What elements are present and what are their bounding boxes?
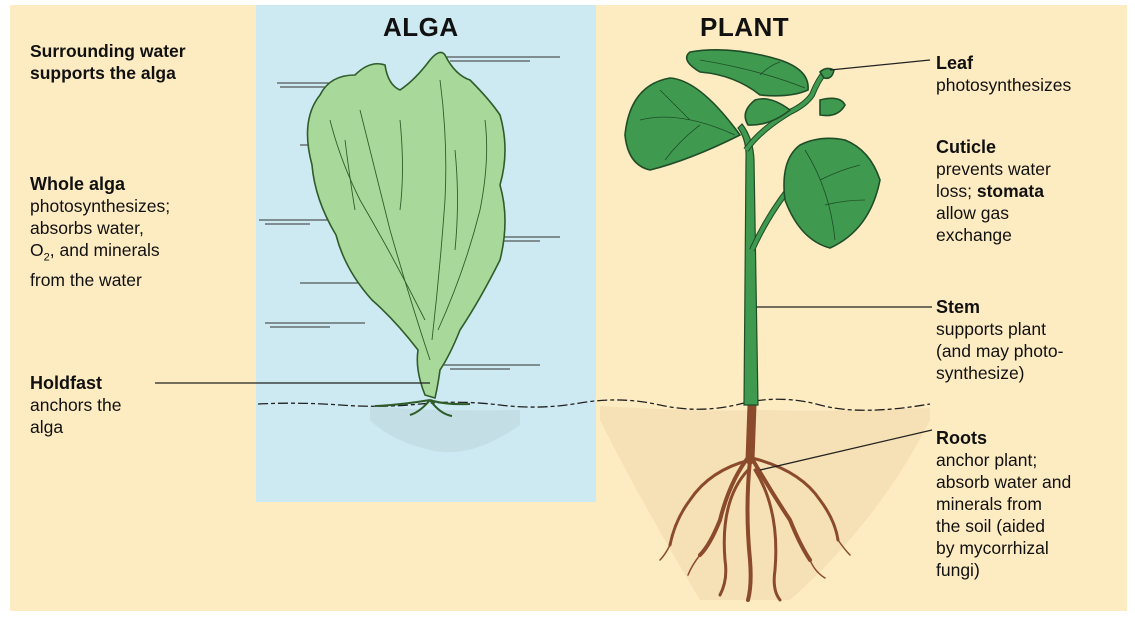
label-line: minerals from [936, 493, 1071, 515]
stem-label: Stem supports plant (and may photo- synt… [936, 296, 1063, 384]
label-heading: Stem [936, 296, 1063, 318]
label-line: supports plant [936, 318, 1063, 340]
label-line: from the water [30, 269, 170, 291]
label-line: photosynthesizes; [30, 195, 170, 217]
label-heading: Whole alga [30, 173, 170, 195]
whole-alga-label: Whole alga photosynthesizes; absorbs wat… [30, 173, 170, 291]
label-line: anchors the [30, 394, 121, 416]
o2-rest: , and minerals [50, 240, 160, 260]
label-line: by mycorrhizal [936, 537, 1071, 559]
label-line: supports the alga [30, 62, 186, 84]
label-heading: Roots [936, 427, 1071, 449]
label-line: allow gas [936, 202, 1051, 224]
leader-lines [155, 60, 932, 470]
label-line: exchange [936, 224, 1051, 246]
label-line: alga [30, 416, 121, 438]
label-line: anchor plant; [936, 449, 1071, 471]
label-heading: Cuticle [936, 136, 1051, 158]
label-line: loss; stomata [936, 180, 1051, 202]
ground-line [258, 399, 930, 410]
o2-symbol: O [30, 240, 44, 260]
label-line: absorbs water, [30, 217, 170, 239]
roots-label: Roots anchor plant; absorb water and min… [936, 427, 1071, 581]
stomata-term: stomata [977, 181, 1044, 201]
surrounding-water-label: Surrounding water supports the alga [30, 40, 186, 84]
label-heading: Holdfast [30, 372, 121, 394]
leaf-label: Leaf photosynthesizes [936, 52, 1071, 96]
holdfast-label: Holdfast anchors the alga [30, 372, 121, 438]
plant-title: PLANT [700, 12, 789, 43]
label-line: synthesize) [936, 362, 1063, 384]
label-line-o2: O2, and minerals [30, 239, 170, 269]
alga-illustration [308, 52, 506, 416]
label-line: absorb water and [936, 471, 1071, 493]
cuticle-label: Cuticle prevents water loss; stomata all… [936, 136, 1051, 246]
label-line: prevents water [936, 158, 1051, 180]
label-heading: Leaf [936, 52, 1071, 74]
label-line: (and may photo- [936, 340, 1063, 362]
soil-region [370, 406, 930, 600]
alga-title: ALGA [383, 12, 459, 43]
label-text: loss; [936, 181, 977, 201]
label-line: Surrounding water [30, 40, 186, 62]
label-line: photosynthesizes [936, 74, 1071, 96]
label-line: the soil (aided [936, 515, 1071, 537]
label-line: fungi) [936, 559, 1071, 581]
